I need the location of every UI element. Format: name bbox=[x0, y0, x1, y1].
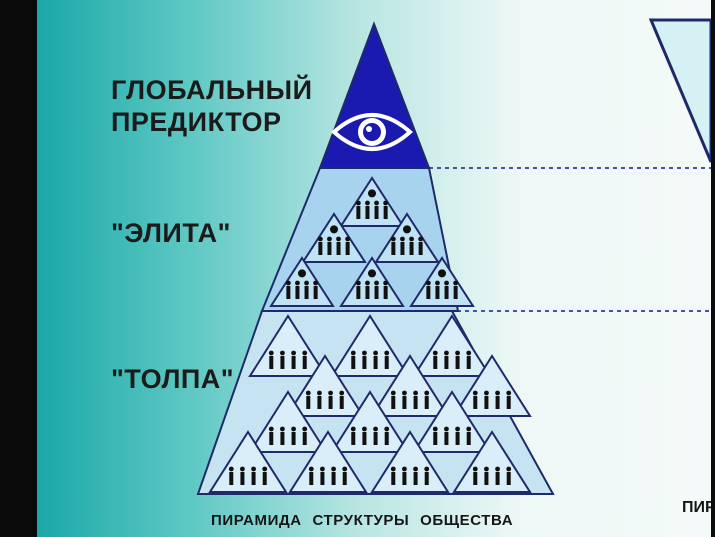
figure-group-triangle bbox=[409, 256, 475, 307]
crowd-triangles bbox=[208, 314, 532, 493]
figure-group-triangle bbox=[370, 430, 450, 493]
figure-group-triangle bbox=[374, 212, 440, 263]
slide: ГЛОБАЛЬНЫЙ ПРЕДИКТОР "ЭЛИТА" "ТОЛПА" ПИР… bbox=[37, 0, 711, 537]
figure-group-triangle bbox=[301, 212, 367, 263]
society-pyramid bbox=[196, 18, 711, 495]
figure-group-triangle bbox=[412, 314, 492, 377]
label-global-predictor-line1: ГЛОБАЛЬНЫЙ bbox=[111, 75, 313, 105]
figure-group-triangle bbox=[452, 430, 532, 493]
label-crowd: "ТОЛПА" bbox=[111, 364, 235, 394]
figure-group-triangle bbox=[330, 314, 410, 377]
figure-group-triangle bbox=[288, 430, 368, 493]
figure-group-triangle bbox=[412, 390, 492, 453]
caption-partial-right: ПИР bbox=[682, 499, 711, 516]
figure-group-triangle bbox=[339, 256, 405, 307]
eye-icon bbox=[330, 113, 414, 151]
diagram-caption: ПИРАМИДА СТРУКТУРЫ ОБЩЕСТВА bbox=[211, 512, 514, 529]
figure-group-triangle bbox=[208, 430, 288, 493]
label-global-predictor: ГЛОБАЛЬНЫЙ ПРЕДИКТОР bbox=[111, 74, 312, 138]
inverted-pyramid-partial bbox=[648, 18, 711, 163]
label-global-predictor-line2: ПРЕДИКТОР bbox=[111, 107, 282, 137]
figure-group-triangle bbox=[339, 176, 405, 227]
figure-group-triangle bbox=[452, 354, 532, 417]
label-elite: "ЭЛИТА" bbox=[111, 218, 231, 248]
elite-triangles bbox=[269, 176, 475, 307]
figure-group-triangle bbox=[330, 390, 410, 453]
figure-group-triangle bbox=[248, 314, 328, 377]
figure-group-triangle bbox=[370, 354, 450, 417]
figure-group-triangle bbox=[269, 256, 335, 307]
figure-group-triangle bbox=[248, 390, 328, 453]
figure-group-triangle bbox=[285, 354, 365, 417]
level-divider-lines bbox=[429, 167, 711, 312]
